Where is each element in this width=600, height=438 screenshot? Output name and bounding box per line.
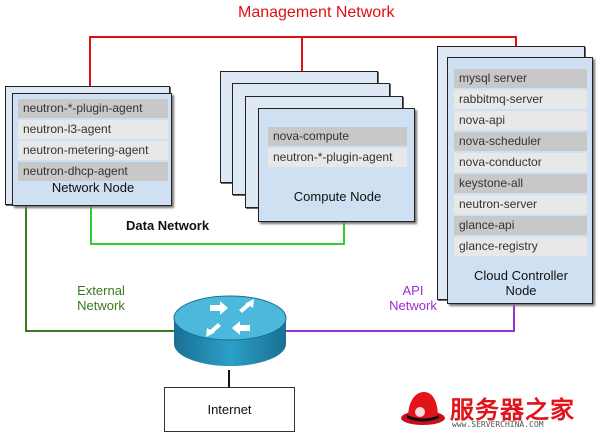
compute-node-title: Compute Node <box>293 189 382 204</box>
api-network-line <box>286 300 515 332</box>
external-network-line <box>25 206 174 332</box>
controller-service-item: glance-registry <box>454 237 587 256</box>
network-node: neutron-*-plugin-agent neutron-l3-agent … <box>12 93 172 206</box>
redhat-logo-icon <box>401 392 445 425</box>
controller-service-item: glance-api <box>454 216 587 235</box>
network-service-item: neutron-dhcp-agent <box>18 162 168 181</box>
data-network-label: Data Network <box>126 218 210 233</box>
watermark-url: www.SERVERCHINA.COM <box>452 420 544 429</box>
network-node-title: Network Node <box>51 180 135 195</box>
controller-title-line2: Node <box>505 283 537 298</box>
watermark-text: 服务器之家 <box>450 396 575 424</box>
controller-node: mysql server rabbitmq-server nova-api no… <box>447 57 593 304</box>
compute-service-item: nova-compute <box>268 127 407 146</box>
controller-service-item: nova-conductor <box>454 153 587 172</box>
watermark: 服务器之家 www.SERVERCHINA.COM <box>398 386 600 436</box>
compute-service-item: neutron-*-plugin-agent <box>268 148 407 167</box>
api-network-label-line2: Network <box>389 298 437 313</box>
compute-node-service-list: nova-compute neutron-*-plugin-agent <box>268 127 407 169</box>
router-icon <box>173 295 287 366</box>
network-service-item: neutron-metering-agent <box>18 141 168 160</box>
controller-service-item: nova-api <box>454 111 587 130</box>
controller-node-title: Cloud Controller Node <box>448 268 594 298</box>
controller-title-line1: Cloud Controller <box>474 268 568 283</box>
network-node-service-list: neutron-*-plugin-agent neutron-l3-agent … <box>18 99 168 183</box>
controller-service-list: mysql server rabbitmq-server nova-api no… <box>454 69 587 258</box>
api-network-label-line1: API <box>402 283 424 298</box>
data-network-line <box>90 206 345 245</box>
controller-service-item: nova-scheduler <box>454 132 587 151</box>
controller-service-item: rabbitmq-server <box>454 90 587 109</box>
controller-service-item: mysql server <box>454 69 587 88</box>
network-service-item: neutron-l3-agent <box>18 120 168 139</box>
controller-service-item: neutron-server <box>454 195 587 214</box>
external-network-label-line2: Network <box>77 298 125 313</box>
api-network-label: API Network <box>376 283 450 313</box>
management-network-label: Management Network <box>238 4 395 21</box>
internet-box: Internet <box>164 387 295 432</box>
external-network-label-line1: External <box>77 283 125 298</box>
network-service-item: neutron-*-plugin-agent <box>18 99 168 118</box>
controller-service-item: keystone-all <box>454 174 587 193</box>
external-network-label: External Network <box>62 283 140 313</box>
compute-node: nova-compute neutron-*-plugin-agent Comp… <box>258 108 415 222</box>
